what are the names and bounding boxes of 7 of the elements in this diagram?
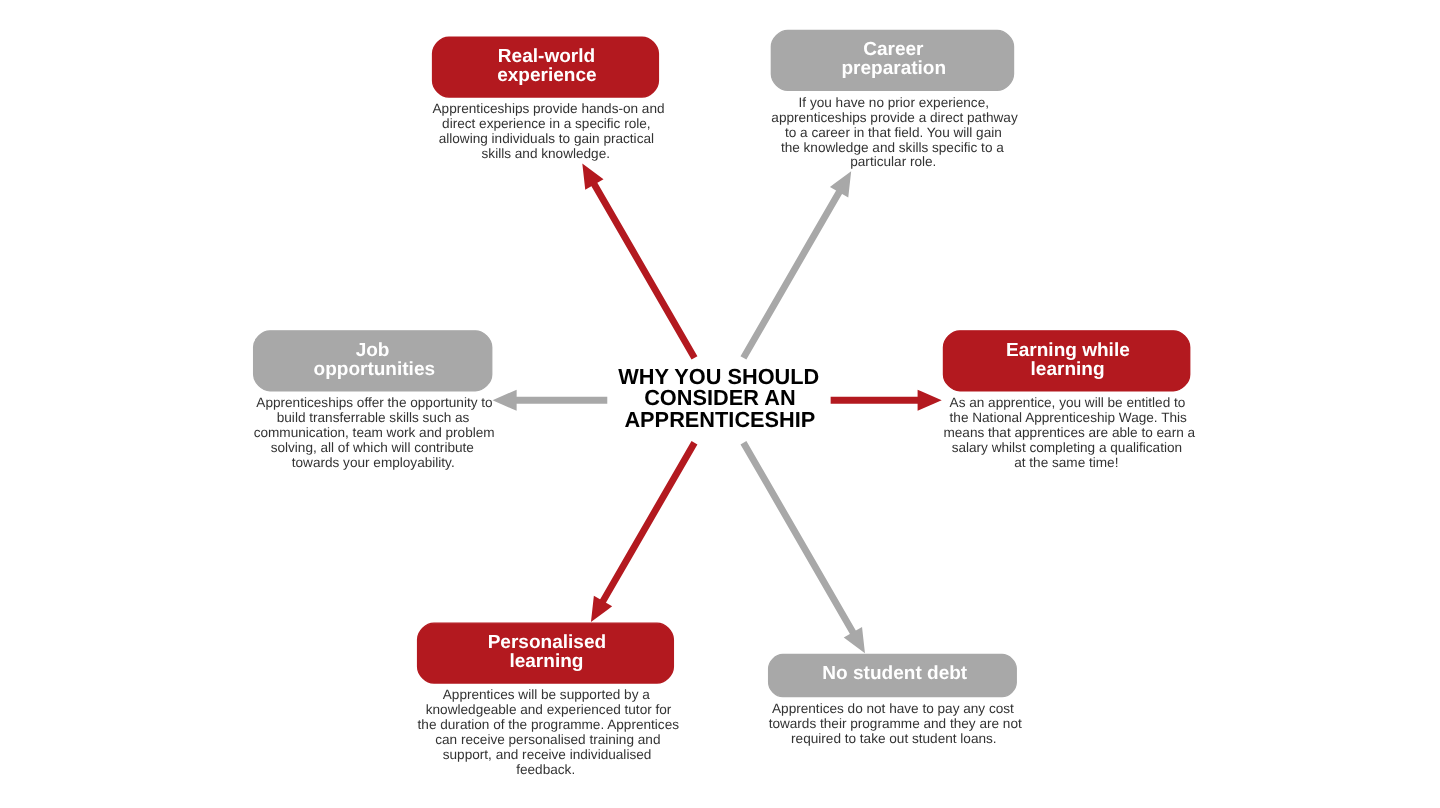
arrow: [739, 171, 851, 360]
arrow: [589, 440, 697, 622]
node-text: WHY YOU SHOULD CONSIDER AN APPRENTICESHIP: [617, 365, 819, 434]
arrow: [739, 440, 864, 654]
arrow: [581, 163, 697, 360]
arrow: [491, 389, 607, 411]
arrow: [829, 389, 941, 411]
